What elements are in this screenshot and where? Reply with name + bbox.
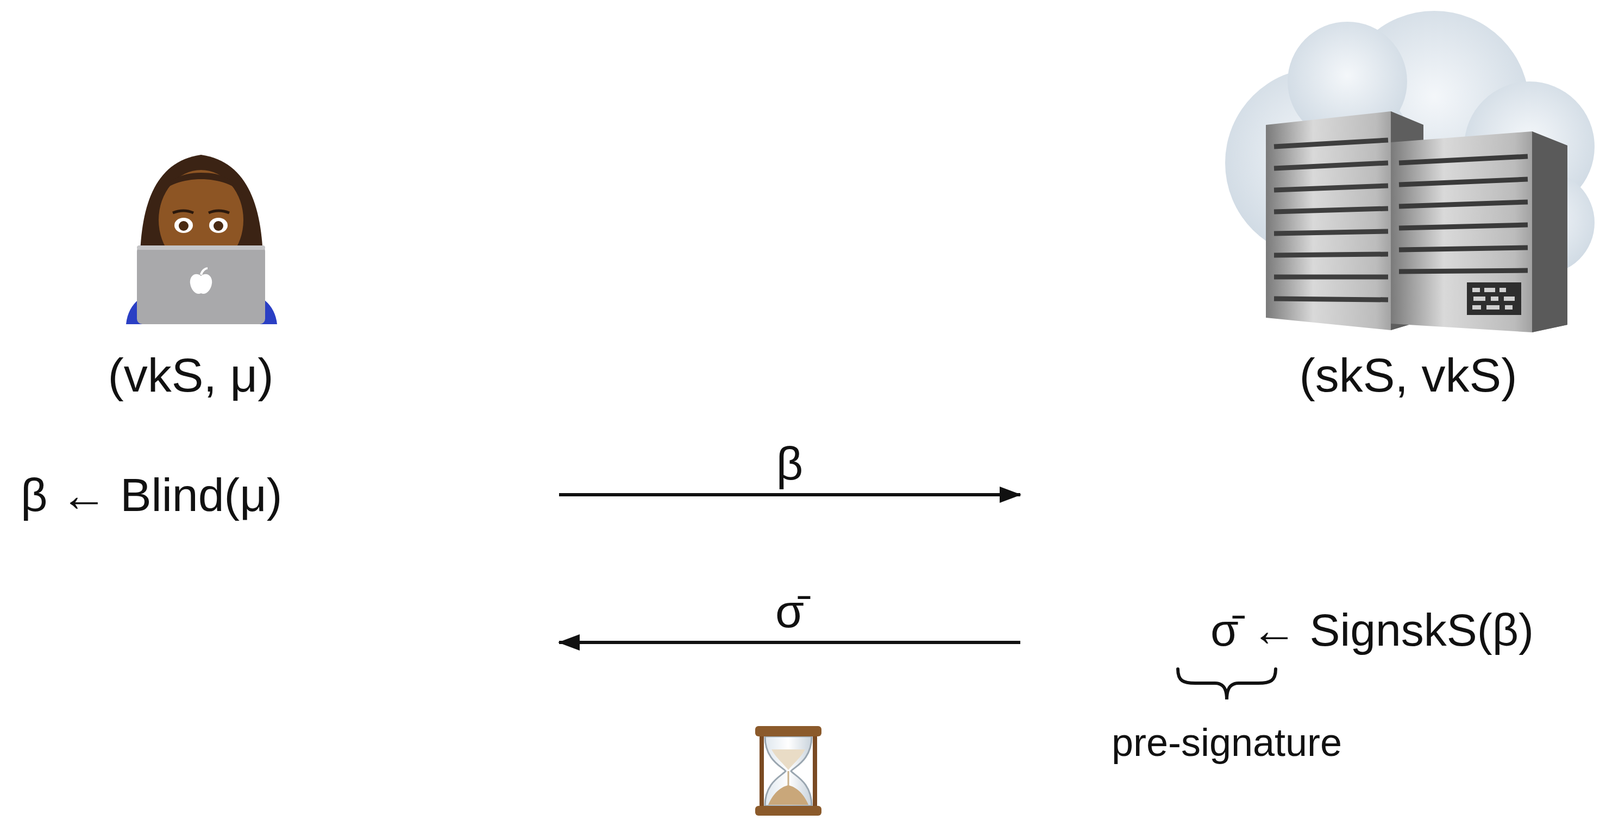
blind-step: β ← Blind(μ) — [20, 468, 282, 523]
server-icon-part — [1398, 156, 1528, 272]
server-icon-part — [1398, 247, 1528, 250]
server-icon-part — [1398, 156, 1528, 163]
server-icon-part — [1532, 131, 1568, 333]
server-icon-part — [1473, 296, 1486, 301]
annotation: pre-signature — [1111, 720, 1342, 766]
person-icon-part — [178, 221, 189, 231]
server-icon-part — [1472, 287, 1480, 293]
person-icon-part — [208, 210, 230, 213]
person-icon-part — [136, 245, 266, 250]
server-icon-part — [1503, 296, 1515, 301]
server-icon-part — [1274, 298, 1389, 300]
person-icon-part — [190, 274, 212, 294]
person-icon-part — [201, 268, 208, 275]
hourglass-icon-part — [759, 735, 764, 808]
server-icon-part — [1274, 254, 1389, 256]
server-icon — [1225, 10, 1595, 333]
server-icon-part — [1472, 305, 1482, 310]
server-icon-part — [1398, 179, 1528, 185]
message-label: σ̄ — [772, 585, 808, 638]
curly-brace-part — [1177, 669, 1276, 700]
server-icon-part — [1499, 287, 1507, 293]
message-label: β — [773, 437, 807, 490]
person-icon-part — [209, 217, 228, 234]
server-icon-part — [1274, 274, 1389, 280]
person-icon-part — [136, 245, 266, 325]
server-icon-part — [1490, 296, 1499, 301]
server-node: (skS, vkS) — [1020, 5, 1598, 680]
sign-step: σ̄ ← SignskS(β) — [1210, 604, 1534, 657]
server-icon-part — [1274, 185, 1389, 191]
node-label: (vkS, μ) — [108, 347, 274, 403]
person-icon-part — [158, 172, 244, 196]
person-icon-part — [174, 217, 193, 234]
person-icon — [126, 154, 278, 325]
hourglass-icon-part — [764, 736, 812, 807]
server-icon-part — [1398, 224, 1528, 229]
server-icon-part — [1274, 231, 1389, 234]
hourglass-icon-part — [812, 735, 818, 808]
server-icon-part — [1398, 202, 1528, 207]
person-icon-part — [213, 221, 224, 231]
message-arrow — [559, 641, 1021, 645]
server-icon-part — [1398, 270, 1528, 272]
hourglass-icon-part — [768, 785, 809, 806]
message-arrow — [559, 493, 1021, 497]
server-icon-part — [1274, 162, 1389, 169]
server-icon-part — [1504, 305, 1513, 310]
server-icon-part — [1274, 140, 1389, 300]
node-label: (skS, vkS) — [1299, 347, 1518, 403]
hourglass-icon-part — [755, 806, 822, 817]
server-icon-part — [1472, 287, 1515, 310]
hourglass-icon-part — [755, 726, 822, 737]
person-icon-part — [172, 210, 194, 213]
user-node: (vkS, μ) — [81, 135, 560, 680]
curly-brace — [1177, 669, 1276, 700]
hourglass-icon — [755, 726, 822, 817]
server-icon-part — [1274, 140, 1389, 147]
server-icon-part — [1390, 131, 1568, 333]
hourglass-icon-part — [771, 749, 806, 771]
server-icon-part — [1466, 282, 1522, 316]
server-icon-part — [1486, 305, 1500, 310]
server-icon-part — [1274, 208, 1389, 212]
server-icon-part — [1484, 287, 1496, 293]
